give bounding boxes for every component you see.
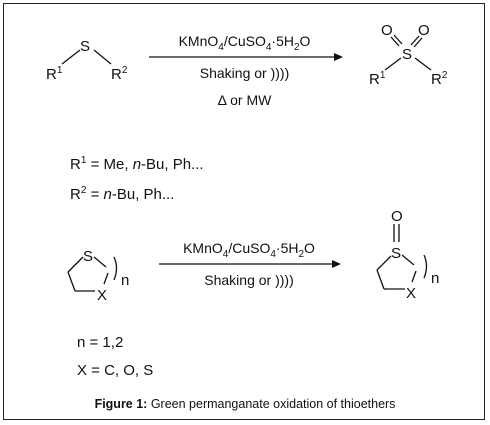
- caption-label: Figure 1:: [94, 397, 148, 411]
- r2-definition: R2 = n-Bu, Ph...: [70, 185, 175, 203]
- caption-text: Green permanganate oxidation of thioethe…: [147, 397, 396, 411]
- r1-definition: R1 = Me, n-Bu, Ph...: [70, 155, 204, 173]
- repeat-count-n: n: [431, 270, 439, 287]
- reaction-scheme-graphics: S R1 R2 O O S R1 R2 S: [46, 22, 448, 304]
- oxygen-atom-right: O: [418, 22, 430, 39]
- conditions-heat-or-mw: Δ or MW: [217, 92, 272, 108]
- bond-s-r2: [93, 49, 112, 65]
- oxygen-atom-left: O: [381, 22, 393, 39]
- bond-r1-s: [61, 49, 81, 65]
- sulfur-atom: S: [80, 38, 90, 55]
- x-values: X = C, O, S: [77, 362, 154, 379]
- oxygen-atom: O: [391, 208, 403, 225]
- r1-group: R1: [46, 65, 63, 83]
- reaction-arrow-1: [149, 53, 343, 61]
- r1-group: R1: [369, 70, 386, 88]
- reagent-label-1: KMnO4/CuSO4·5H2O: [178, 33, 311, 53]
- sulfur-atom: S: [402, 46, 412, 63]
- conditions-shaking-2: Shaking or )))): [204, 272, 294, 288]
- cyclic-thioether-reactant: S X n: [67, 248, 129, 304]
- figure-frame: S R1 R2 O O S R1 R2 S: [3, 3, 485, 420]
- sulfur-atom: S: [391, 245, 401, 262]
- thioether-reactant: S R1 R2: [46, 38, 128, 83]
- conditions-shaking-1: Shaking or )))): [199, 65, 290, 81]
- figure-caption: Figure 1: Green permanganate oxidation o…: [4, 396, 486, 412]
- repeat-count-n: n: [121, 272, 129, 289]
- reaction-arrow-2: [159, 260, 341, 268]
- sulfone-product: O O S R1 R2: [369, 22, 448, 88]
- n-values: n = 1,2: [77, 334, 124, 351]
- sulfur-atom: S: [83, 248, 93, 265]
- x-atom: X: [97, 287, 107, 304]
- reagent-label-2: KMnO4/CuSO4·5H2O: [183, 240, 315, 260]
- x-atom: X: [406, 285, 416, 302]
- cyclic-sulfoxide-product: O S X n: [376, 208, 439, 302]
- r2-group: R2: [111, 65, 128, 83]
- r2-group: R2: [431, 70, 448, 88]
